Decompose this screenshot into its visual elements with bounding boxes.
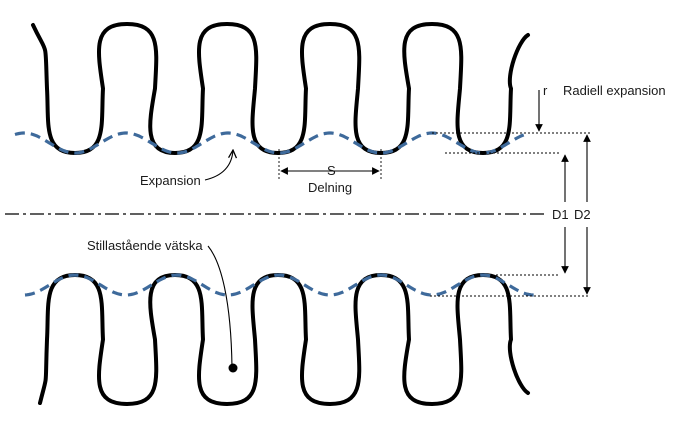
bellows-wall-top: [31, 22, 530, 155]
reference-lines: [278, 132, 590, 297]
stagnant-liquid-pointer: [207, 245, 233, 368]
pitch-label: Delning: [308, 180, 352, 195]
expanded-profile-top: [14, 131, 526, 155]
radial-expansion-label: Radiell expansion: [563, 83, 666, 98]
pitch-s-label: S: [327, 163, 336, 178]
stagnant-liquid-label: Stillastående vätska: [87, 238, 203, 253]
d2-label: D2: [574, 207, 591, 222]
expansion-label: Expansion: [140, 173, 201, 188]
stagnant-liquid-dot: [228, 363, 238, 373]
expansion-arrow: [204, 150, 233, 181]
d1-label: D1: [552, 207, 569, 222]
expanded-profile-bottom: [24, 273, 538, 297]
r-label: r: [543, 83, 548, 98]
bellows-wall-bottom: [38, 273, 530, 406]
